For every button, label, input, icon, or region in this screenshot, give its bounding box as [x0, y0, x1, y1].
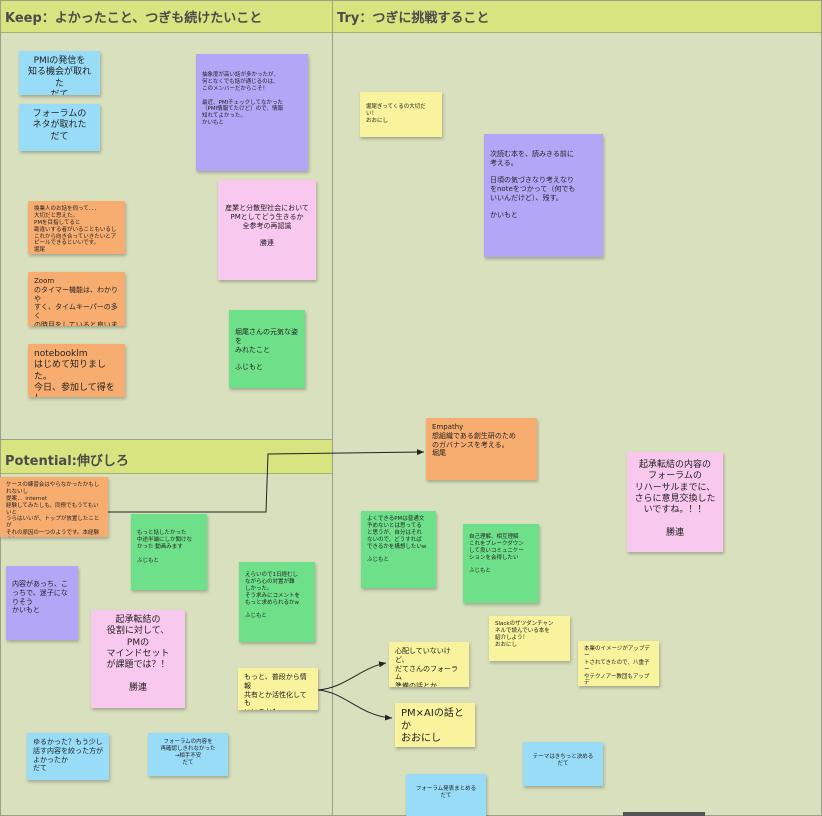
try-header: Try：つぎに挑戦すること: [333, 1, 821, 33]
connector-to-empathy: [108, 449, 425, 513]
sticky-note[interactable]: 自己理解、相互理解 これをブレークダウン して良いコミュニケー ションを会得した…: [463, 524, 539, 603]
sticky-note[interactable]: PMIの発信を 知る機会が取れた だて: [19, 51, 100, 95]
sticky-note[interactable]: Zoom のタイマー機能は、わかりや すく、タイムキーパーの多く の時目をしてい…: [28, 272, 125, 326]
sticky-note[interactable]: ゆるかった？もう少し 話す内容を絞った方が よかったか だて: [27, 733, 109, 780]
connector-to-worry: [317, 661, 387, 691]
sticky-note[interactable]: PM×AIの話とか おおにし: [395, 703, 475, 747]
sticky-note[interactable]: notebooklm はじめて知りました。 今日、参加して得をし た気分です。 …: [28, 344, 125, 397]
sticky-note[interactable]: 換業人のお話を伺って．．． 大切だと思えた。 PMを目指してると 勘違いする者が…: [28, 201, 125, 254]
keep-header: Keep：よかったこと、つぎも続けたいこと: [1, 1, 332, 33]
sticky-note[interactable]: 起承転結の 役割に対して、 PMの マインドセット が課題では？！ 勝連: [91, 610, 185, 708]
scrollbar[interactable]: [623, 812, 705, 816]
potential-header: Potential:伸びしろ: [1, 440, 332, 474]
sticky-note[interactable]: えらいので1日経むし ながら心の対置が難 しかった。 そう求みにコメントを もっ…: [239, 562, 315, 642]
sticky-note[interactable]: 堀尾ぎってくるの大切だい！ おおにし: [360, 92, 442, 137]
sticky-note[interactable]: フォーラムの ネタが取れた だて: [19, 104, 100, 151]
sticky-note[interactable]: フォーラムの内容を 再確認しきれなかった →相手不安 だて: [148, 733, 228, 776]
sticky-note[interactable]: 本業のイメージがアップデー トされてきたので、八重子ー やテクノアー教団もアップ…: [578, 641, 659, 686]
sticky-note[interactable]: Slackのザツダンチャン ネルで読んでいる本を 紹介しよう！ おおにし: [489, 616, 570, 661]
sticky-note[interactable]: フォーラム発表まとめる だて: [406, 774, 486, 816]
sticky-note[interactable]: 心配していないけど、 だてさんのフォーラム 準備の話とか おおにし: [389, 642, 469, 687]
sticky-note[interactable]: 次読む本を、読みきる前に 考える。 日頃の気づきなり考えなり をnoteをつかっ…: [484, 134, 603, 257]
sticky-note[interactable]: テーマはきちっと決める だて: [523, 742, 603, 786]
sticky-note[interactable]: Empathy 想組織である創生研のため のガバナンスを考える。 堀尾: [426, 418, 537, 480]
sticky-note[interactable]: 起承転結の内容の フォーラムの リハーサルまでに、 さらに意見交換した いですね…: [627, 452, 723, 552]
sticky-note[interactable]: よくできるPMは普通文 予めないとは思ってる と思うが、自分はそれ ないので、ど…: [361, 511, 436, 588]
sticky-note[interactable]: ケースの練習会はやらなかったかもしれないし 提案．．internet 経験してみ…: [0, 477, 108, 537]
sticky-note[interactable]: 堀尾さんの元気な姿を みれたこと ふじもと: [229, 310, 305, 388]
sticky-note[interactable]: もっと、普段から情報 共有とか活性化しても いいのかも おおにし: [238, 668, 318, 710]
sticky-note[interactable]: 内容があっち、こ っちで、迷子にな りそう かいもと: [6, 566, 78, 640]
connector-to-pmai: [317, 689, 393, 721]
sticky-note[interactable]: もっと話したかった 中途半端にしか聞けな かった 動画みます ふじもと: [131, 514, 207, 590]
sticky-note[interactable]: 抽象度が高い話が多かったが、 何となくでも話が通じるのは、 このメンバーだからこ…: [196, 54, 308, 171]
sticky-note[interactable]: 産業と分散型社会において PMとしてどう生きるか 全参考の再認識 勝連: [218, 180, 316, 280]
